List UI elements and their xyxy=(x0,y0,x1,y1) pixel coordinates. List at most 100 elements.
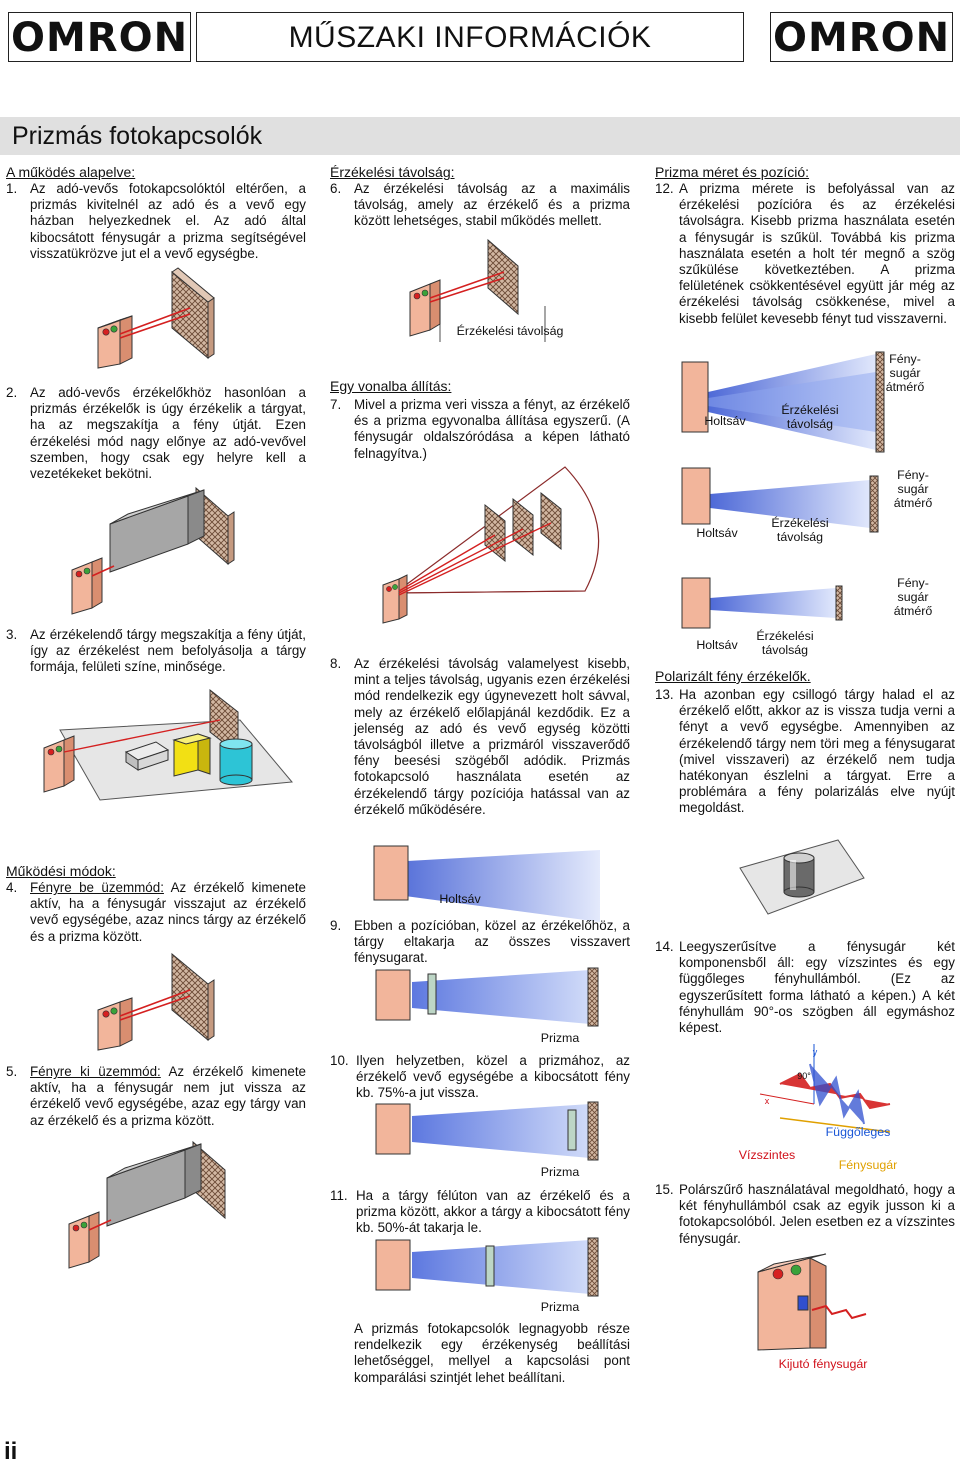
small-box-icon xyxy=(124,741,170,771)
paragraph-number: 2. xyxy=(6,385,18,400)
figure-beam-large-prism xyxy=(680,351,950,453)
paragraph-9: 9. Ebben a pozícióban, közel az érzékelő… xyxy=(330,918,630,967)
figure-conveyor-objects xyxy=(30,688,300,815)
figure-object-midway xyxy=(372,1236,612,1297)
prism-icon xyxy=(487,238,519,316)
paragraph-6: 6. Az érzékelési távolság az a maximális… xyxy=(330,181,630,230)
page-number: ii xyxy=(4,1438,18,1465)
figure-alignment-cone xyxy=(375,465,615,625)
vertical-wave-label: Függőleges xyxy=(825,1125,891,1139)
sensor-icon xyxy=(382,574,408,624)
x-axis-label: x xyxy=(764,1096,770,1106)
sensor-icon xyxy=(68,1211,100,1269)
header-title: MŰSZAKI INFORMÁCIÓK xyxy=(288,21,652,54)
angle-label: 90° xyxy=(797,1071,811,1081)
figure-object-near-sensor xyxy=(372,966,612,1027)
figure-object-blocking xyxy=(68,486,268,626)
sensor-icon xyxy=(375,1103,411,1155)
sensor-icon xyxy=(97,997,133,1051)
figure-polarization-waves xyxy=(740,1044,910,1154)
paragraph-text: Az adó-vevős érzékelőkhöz hasonlóan a pr… xyxy=(30,385,306,482)
sensor-icon xyxy=(71,557,103,615)
paragraph-text: Ebben a pozícióban, közel az érzékelőhöz… xyxy=(354,918,630,966)
sensor-icon xyxy=(43,735,75,793)
paragraph-number: 7. xyxy=(330,397,342,412)
paragraph-text: A prizma mérete is befolyással van az ér… xyxy=(679,181,955,326)
principle-heading: A működés alapelve: xyxy=(6,164,136,180)
paragraph-number: 4. xyxy=(6,880,18,895)
paragraph-number: 11. xyxy=(330,1188,348,1203)
paragraph-10: 10. Ilyen helyzetben, közel a prizmához,… xyxy=(330,1053,630,1102)
figure-beam-small-prism xyxy=(680,577,950,638)
sensor-icon xyxy=(373,845,409,901)
figure-light-on xyxy=(90,950,240,1051)
paragraph-text: Az érzékelési távolság az a maximális tá… xyxy=(354,181,630,229)
sensor-icon xyxy=(97,315,133,369)
figure-principle xyxy=(90,267,240,369)
prism-icon xyxy=(171,952,215,1042)
sensor-icon xyxy=(375,1239,411,1291)
sensor-icon xyxy=(375,969,411,1021)
sensor-icon xyxy=(757,1253,827,1351)
paragraph-number: 8. xyxy=(330,656,342,671)
dead-zone-label: Holtsáv xyxy=(696,526,738,540)
paragraph-number: 15. xyxy=(655,1182,674,1197)
paragraph-text: Ha a tárgy félúton van az érzékelő és a … xyxy=(356,1188,630,1236)
paragraph-text: Az adó-vevős fotokapcsolóktól eltérően, … xyxy=(30,181,306,261)
figure-beam-medium-prism xyxy=(680,467,950,548)
paragraph-number: 9. xyxy=(330,918,342,933)
paragraph-number: 10. xyxy=(330,1053,349,1068)
sensor-icon xyxy=(409,279,441,337)
modes-heading: Működési módok: xyxy=(6,863,116,879)
dead-zone-label: Holtsáv xyxy=(439,892,481,906)
paragraph-text: Az érzékelő kimenete aktív, ha a fénysug… xyxy=(30,1064,306,1128)
prism-label: Prizma xyxy=(540,1165,580,1179)
paragraph-text: Ha azonban egy csillogó tárgy halad el a… xyxy=(679,687,955,816)
prism-icon xyxy=(875,351,885,453)
dead-zone-label: Holtsáv xyxy=(696,638,738,652)
header-title-box: MŰSZAKI INFORMÁCIÓK xyxy=(196,12,744,62)
sensor-icon xyxy=(681,467,711,525)
figure-object-near-prism xyxy=(372,1100,612,1161)
paragraph-text: Az érzékelendő tárgy megszakítja a fény … xyxy=(30,627,306,675)
page-title: Prizmás fotokapcsolók xyxy=(12,122,263,150)
polarized-heading: Polarizált fény érzékelők. xyxy=(655,668,811,684)
alignment-heading: Egy vonalba állítás: xyxy=(330,378,452,394)
light-beam-label: Fénysugár xyxy=(838,1158,898,1172)
figure-light-off xyxy=(65,1140,265,1280)
dead-zone-label: Holtsáv xyxy=(704,414,746,428)
distance-heading: Érzékelési távolság: xyxy=(330,164,455,180)
prism-label: Prizma xyxy=(540,1031,580,1045)
prism-icon xyxy=(587,1237,599,1297)
paragraph-8: 8. Az érzékelési távolság valamelyest ki… xyxy=(330,656,630,818)
paragraph-text: Az érzékelési távolság valamelyest kiseb… xyxy=(354,656,630,817)
paragraph-number: 5. xyxy=(6,1064,18,1079)
paragraph-text: A prizmás fotokapcsolók legnagyobb része… xyxy=(354,1321,630,1385)
paragraph-number: 14. xyxy=(655,939,674,954)
sensor-icon xyxy=(681,361,709,433)
paragraph-text: Leegyszerűsítve a fénysugár két komponen… xyxy=(679,939,955,1036)
paragraph-text: Polárszűrő használatával megoldható, hog… xyxy=(679,1182,955,1246)
paragraph-3: 3. Az érzékelendő tárgy megszakítja a fé… xyxy=(6,627,306,676)
object-box-icon xyxy=(109,489,205,573)
paragraph-number: 13. xyxy=(655,687,674,702)
yellow-box-icon xyxy=(172,733,212,777)
object-icon xyxy=(485,1245,495,1287)
paragraph-1: 1. Az adó-vevős fotokapcsolóktól eltérőe… xyxy=(6,181,306,262)
paragraph-15: 15. Polárszűrő használatával megoldható,… xyxy=(655,1182,955,1247)
paragraph-text: Ilyen helyzetben, közel a prizmához, az … xyxy=(356,1053,630,1101)
logo-box-left: OMRON xyxy=(8,12,191,62)
prism-label: Prizma xyxy=(540,1300,580,1314)
paragraph-number: 12. xyxy=(655,181,674,196)
prism-icon xyxy=(484,491,562,563)
figure-dead-zone xyxy=(370,842,610,922)
logo-box-right: OMRON xyxy=(770,12,953,62)
object-icon xyxy=(567,1109,577,1151)
prism-size-heading: Prizma méret és pozíció: xyxy=(655,164,810,180)
mode-name: Fényre be üzemmód: xyxy=(30,880,164,895)
